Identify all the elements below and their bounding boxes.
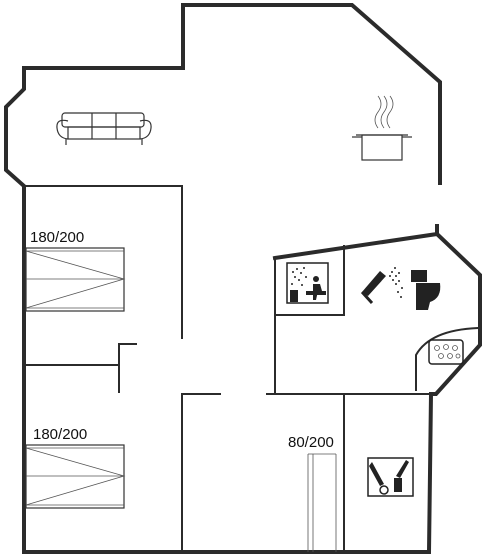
inner-walls xyxy=(23,185,480,553)
cooking-pot-icon xyxy=(352,95,412,161)
shower-icon xyxy=(360,267,403,305)
bed-3-size-label: 80/200 xyxy=(288,434,334,451)
bed-1-size-label: 180/200 xyxy=(30,229,85,246)
single-bed xyxy=(307,453,337,552)
outer-walls xyxy=(4,3,482,554)
utility-room-icon xyxy=(367,457,414,497)
sauna-icon xyxy=(286,262,329,304)
double-bed-1 xyxy=(25,247,126,312)
sofa-icon xyxy=(56,112,152,145)
bed-2-size-label: 180/200 xyxy=(33,426,88,443)
whirlpool-icon xyxy=(428,339,464,365)
double-bed-2 xyxy=(25,444,126,509)
toilet-icon xyxy=(411,270,441,310)
